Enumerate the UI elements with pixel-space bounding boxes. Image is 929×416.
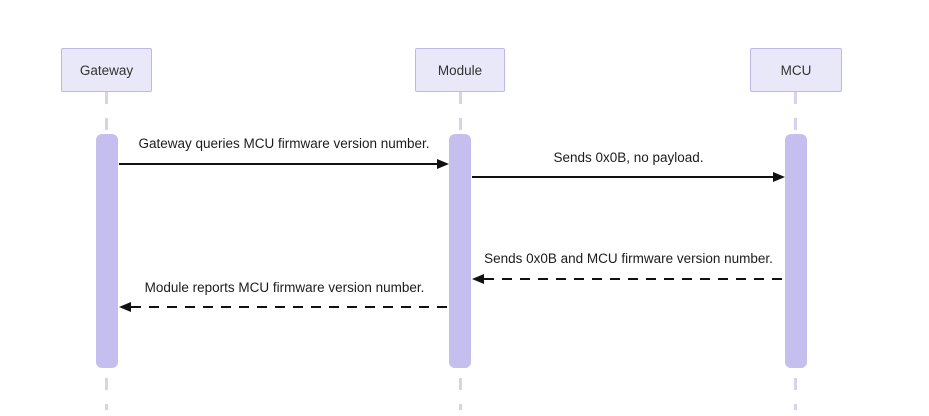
participant-box-module: Module (415, 48, 505, 92)
activation-bar-gateway (96, 134, 118, 368)
participant-label-mcu: MCU (780, 62, 812, 78)
arrowhead-left-icon (119, 302, 131, 312)
activation-bar-module (449, 134, 471, 368)
participant-box-gateway: Gateway (61, 48, 152, 92)
arrowhead-left-icon (472, 274, 484, 284)
message-4-label: Module reports MCU firmware version numb… (144, 280, 425, 295)
message-1-label: Gateway queries MCU firmware version num… (138, 136, 430, 151)
message-1-line (119, 163, 438, 165)
participant-label-module: Module (437, 62, 483, 78)
message-2-line (472, 176, 774, 178)
participant-box-mcu: MCU (750, 48, 842, 92)
message-2-label: Sends 0x0B, no payload. (553, 150, 704, 165)
message-3-line (484, 278, 785, 280)
arrowhead-right-icon (437, 159, 449, 169)
message-4-line (131, 306, 450, 308)
participant-label-gateway: Gateway (79, 62, 134, 78)
message-3-label: Sends 0x0B and MCU firmware version numb… (484, 251, 773, 266)
arrowhead-right-icon (773, 172, 785, 182)
activation-bar-mcu (785, 134, 807, 368)
